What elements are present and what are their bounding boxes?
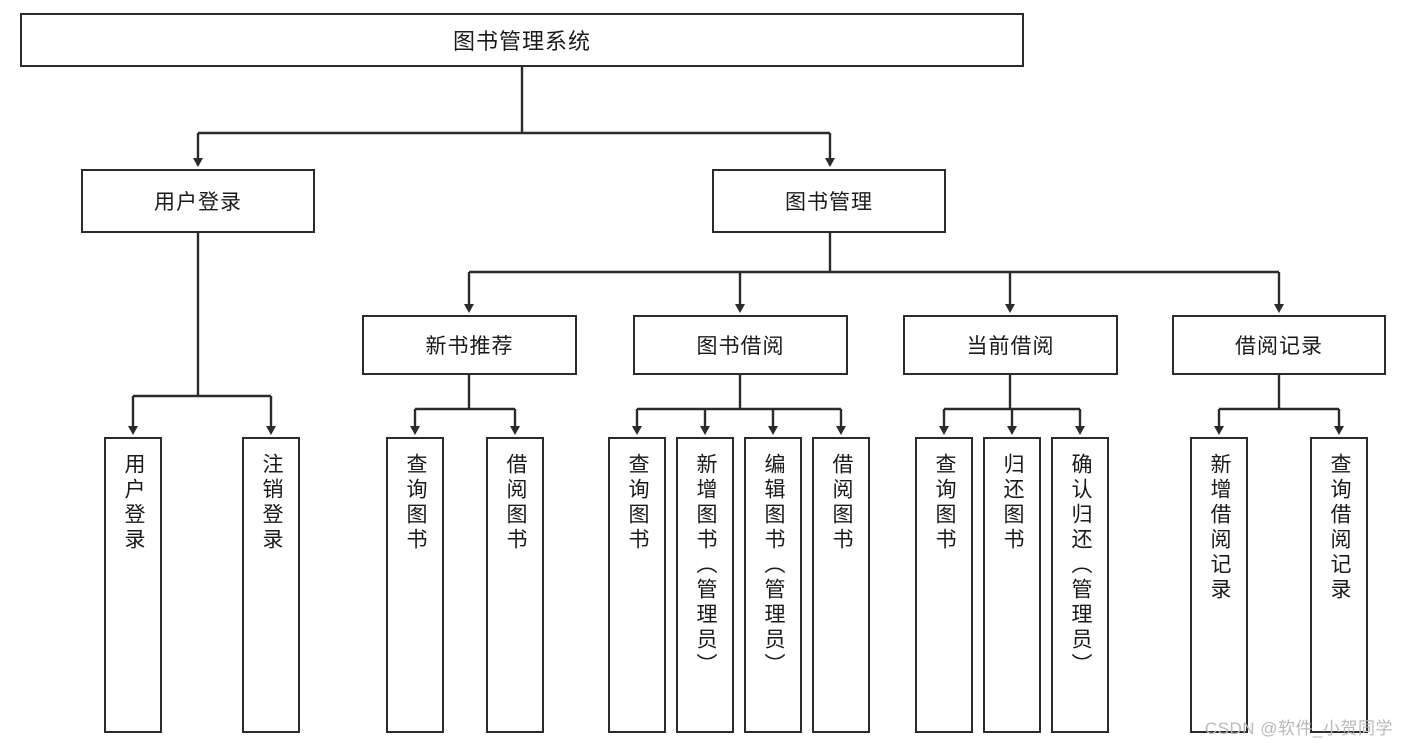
node-current-borrow-label: 当前借阅 [966,335,1055,358]
node-root-label: 图书管理系统 [452,29,591,54]
node-book-manage-label: 图书管理 [785,191,873,214]
node-leaf-confirm-return[interactable]: 确认归还（管理员） [1051,437,1109,733]
node-leaf-user-logout-label: 注销登录 [260,453,284,553]
node-book-manage[interactable]: 图书管理 [712,169,946,233]
node-leaf-user-login-label: 用户登录 [122,453,146,553]
node-leaf-borrow-book-1[interactable]: 借阅图书 [486,437,544,733]
node-leaf-add-record-label: 新增借阅记录 [1208,453,1232,603]
node-leaf-query-record[interactable]: 查询借阅记录 [1310,437,1368,733]
node-book-borrow[interactable]: 图书借阅 [633,315,848,375]
node-leaf-query-book-1-label: 查询图书 [404,453,428,553]
node-leaf-query-record-label: 查询借阅记录 [1328,453,1352,603]
node-leaf-user-logout[interactable]: 注销登录 [242,437,300,733]
node-leaf-query-book-3[interactable]: 查询图书 [915,437,973,733]
node-leaf-add-book-label: 新增图书（管理员） [694,453,718,678]
node-leaf-borrow-book-2-label: 借阅图书 [830,453,854,553]
node-book-borrow-label: 图书借阅 [696,335,785,358]
node-leaf-return-book-label: 归还图书 [1001,453,1025,553]
node-user-login[interactable]: 用户登录 [81,169,315,233]
node-borrow-record-label: 借阅记录 [1235,335,1323,358]
node-leaf-query-book-2-label: 查询图书 [626,453,650,553]
node-leaf-edit-book[interactable]: 编辑图书（管理员） [744,437,802,733]
watermark: CSDN @软件_小贺同学 [1204,719,1393,738]
node-leaf-user-login[interactable]: 用户登录 [104,437,162,733]
node-current-borrow[interactable]: 当前借阅 [903,315,1118,375]
node-leaf-borrow-book-2[interactable]: 借阅图书 [812,437,870,733]
node-borrow-record[interactable]: 借阅记录 [1172,315,1386,375]
node-leaf-borrow-book-1-label: 借阅图书 [504,453,528,553]
node-leaf-query-book-1[interactable]: 查询图书 [386,437,444,733]
node-leaf-add-record[interactable]: 新增借阅记录 [1190,437,1248,733]
node-leaf-confirm-return-label: 确认归还（管理员） [1069,453,1093,678]
node-leaf-query-book-2[interactable]: 查询图书 [608,437,666,733]
node-root[interactable]: 图书管理系统 [20,13,1024,67]
node-new-book-recommend[interactable]: 新书推荐 [362,315,577,375]
node-leaf-return-book[interactable]: 归还图书 [983,437,1041,733]
node-user-login-label: 用户登录 [154,191,242,214]
node-leaf-edit-book-label: 编辑图书（管理员） [762,453,786,678]
node-leaf-query-book-3-label: 查询图书 [933,453,957,553]
node-new-book-recommend-label: 新书推荐 [425,335,514,358]
node-leaf-add-book[interactable]: 新增图书（管理员） [676,437,734,733]
